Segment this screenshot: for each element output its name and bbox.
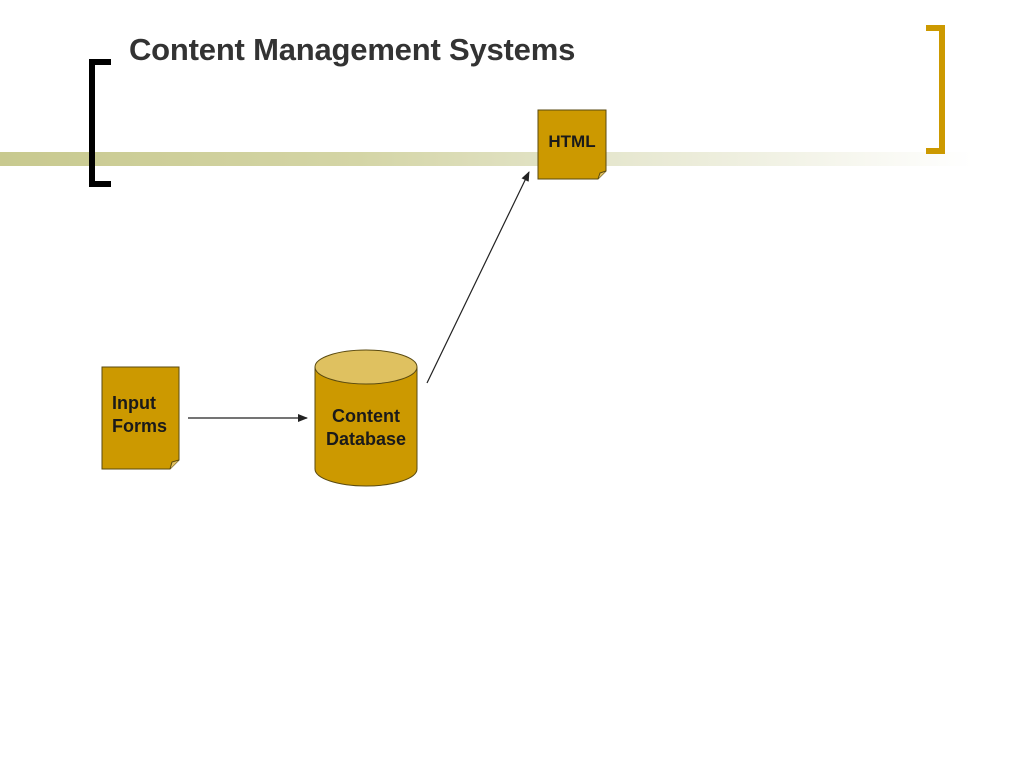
document-fold — [169, 459, 180, 470]
left-bracket — [89, 59, 111, 187]
document-fold — [597, 170, 607, 180]
cylinder-top — [314, 349, 418, 385]
database-label-line2: Database — [326, 429, 406, 449]
decorative-stripe — [0, 152, 1024, 166]
content-database-node: Content Database — [314, 349, 418, 487]
input-forms-label-line1: Input — [112, 393, 156, 413]
html-output-node: HTML — [537, 109, 607, 180]
database-label-line1: Content — [332, 406, 400, 426]
input-forms-node: Input Forms — [101, 366, 180, 470]
arrow-database-to-html — [426, 171, 530, 384]
html-label: HTML — [548, 132, 595, 151]
input-forms-label-line2: Forms — [112, 416, 167, 436]
slide-title: Content Management Systems — [129, 32, 576, 67]
cylinder-body — [314, 367, 418, 487]
right-bracket — [926, 25, 945, 154]
